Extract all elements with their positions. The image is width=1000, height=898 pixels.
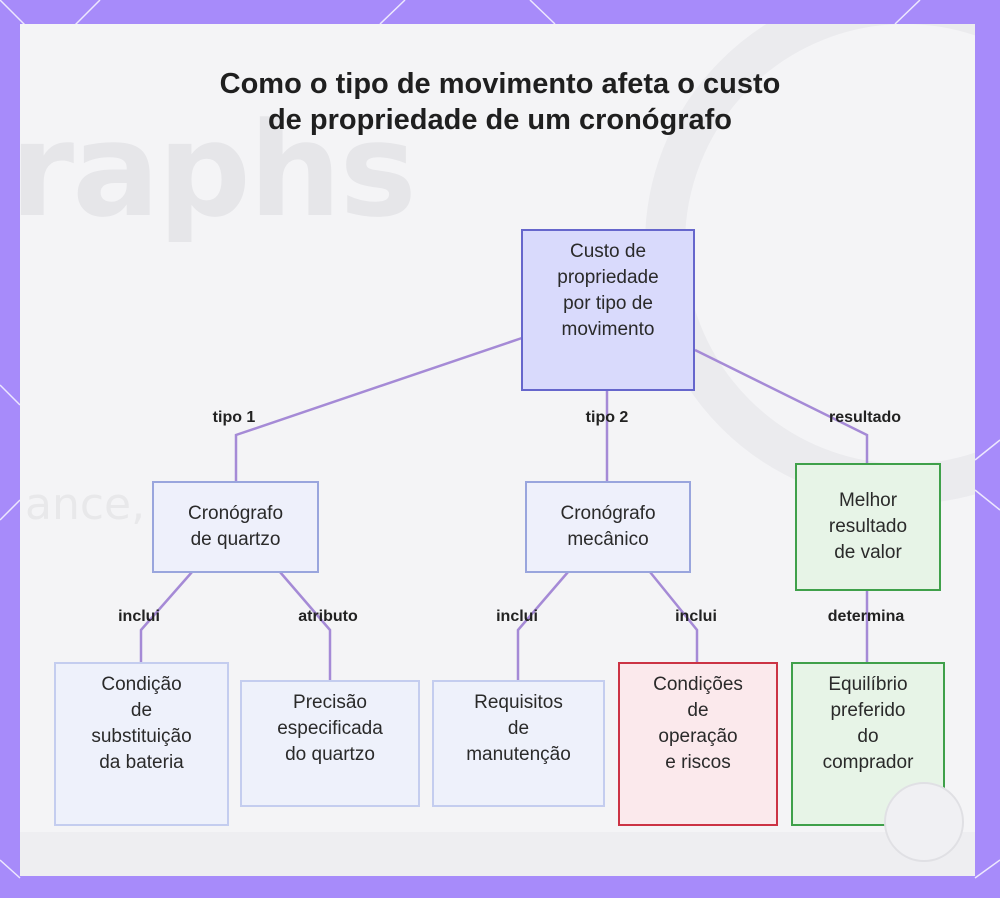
diagram-title: Como o tipo de movimento afeta o custo d… [219, 68, 781, 137]
node-mechanical-chronograph: Cronógrafo mecânico [525, 481, 691, 573]
node-maintenance-requirements: Requisitos de manutenção [432, 680, 605, 807]
edge-quartz-battery [139, 571, 193, 663]
node-operating-conditions: Condições de operação e riscos [618, 662, 778, 826]
node-root: Custo de propriedade por tipo de movimen… [521, 229, 695, 391]
edge-root-bestvalue [694, 348, 869, 464]
node-battery-replacement: Condição de substituição da bateria [54, 662, 229, 826]
edge-label-includes-battery: inclui [118, 608, 160, 625]
edge-label-type2: tipo 2 [585, 409, 629, 426]
node-quartz-chronograph: Cronógrafo de quartzo [152, 481, 319, 573]
edge-label-attribute: atributo [298, 608, 358, 625]
watermark-badge-icon [884, 782, 964, 862]
node-quartz-precision: Precisão especificada do quartzo [240, 680, 420, 807]
edge-label-includes-maintenance: inclui [496, 608, 538, 625]
background-word: raphs [20, 94, 417, 246]
edge-label-type1: tipo 1 [212, 409, 256, 426]
node-best-value: Melhor resultado de valor [795, 463, 941, 591]
edge-label-includes-conditions: inclui [675, 608, 717, 625]
edge-root-quartz [234, 336, 523, 482]
edge-label-determines: determina [827, 608, 905, 625]
edge-mechanical-conditions [649, 571, 699, 663]
background-band [20, 832, 975, 876]
edge-label-result: resultado [828, 409, 902, 426]
edge-mechanical-maintenance [516, 571, 569, 681]
edge-quartz-precision [279, 571, 332, 681]
